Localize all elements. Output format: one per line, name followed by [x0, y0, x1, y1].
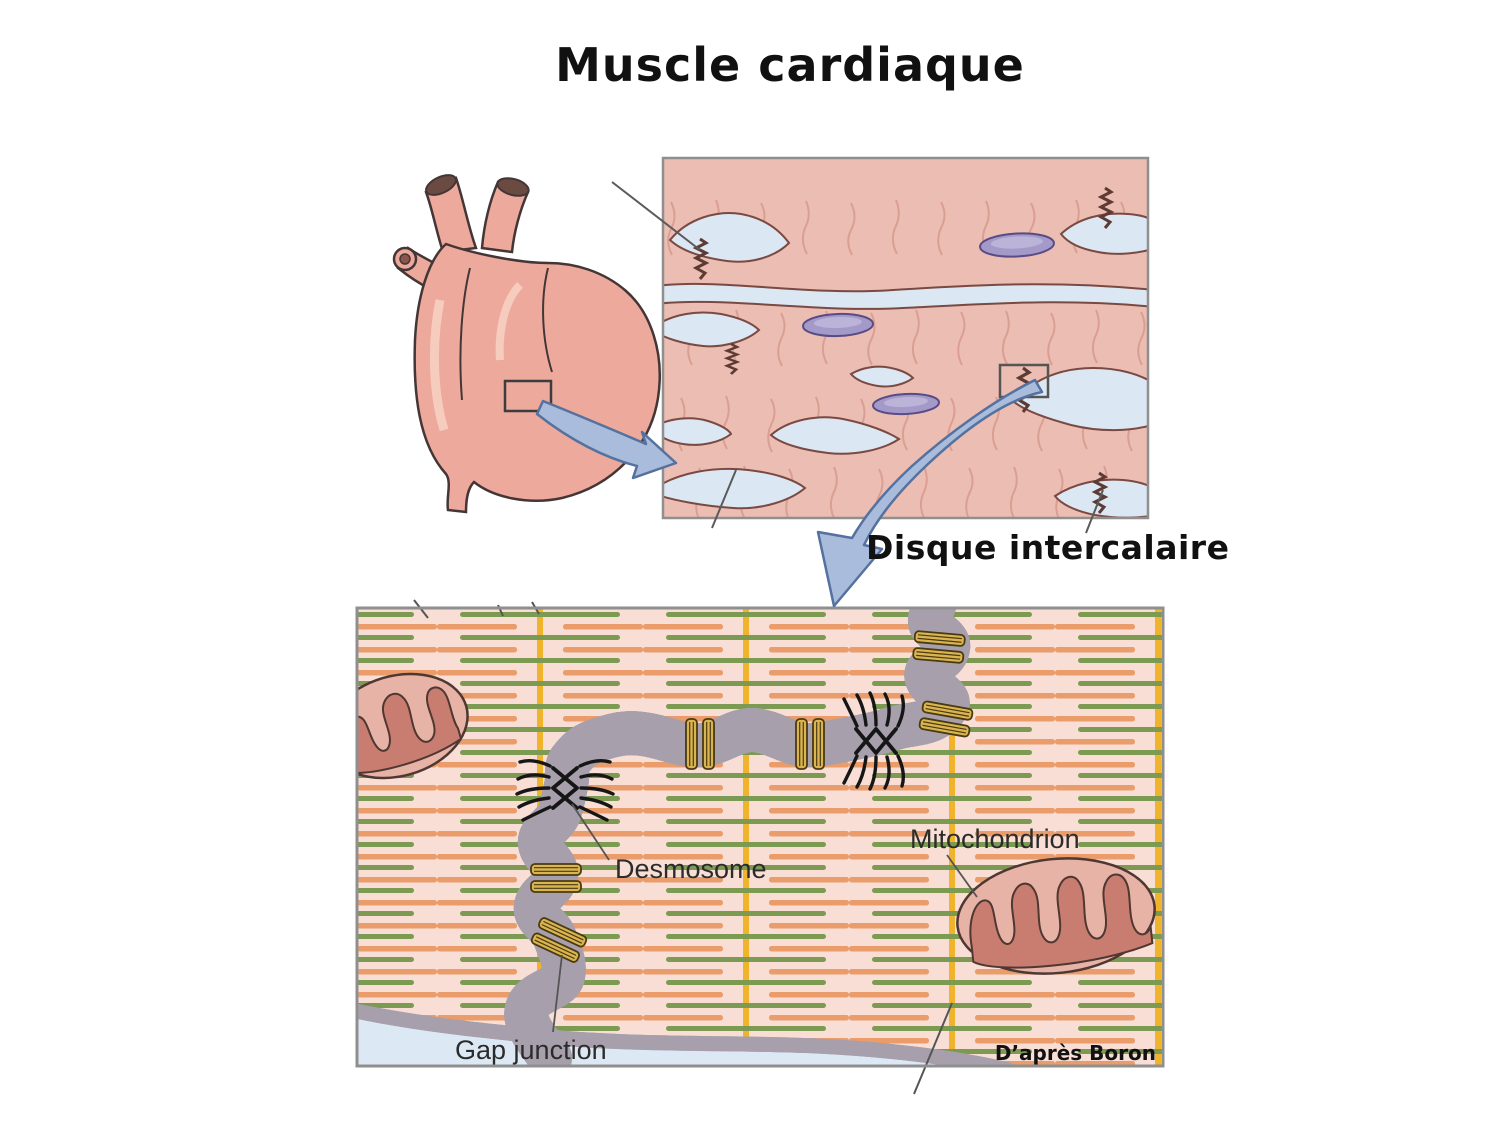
heart-zoom-box [503, 379, 553, 413]
arrow-heart-to-fibers [535, 399, 678, 480]
vessel-opening [496, 177, 530, 197]
mitochondrion [357, 672, 469, 780]
leader-line [571, 803, 610, 861]
desmosome-label: Desmosome [615, 854, 767, 884]
bottom-cell-membrane [357, 1010, 1009, 1066]
intercalated-disc-panel: Desmosome Mitochondrion Gap junction D’a… [355, 599, 1165, 1095]
nucleus [872, 392, 940, 416]
muscle-panel-border [661, 156, 1150, 520]
myocyte-nuclei [802, 232, 1055, 416]
myofilament-striations [357, 608, 1163, 1066]
slide-title: Muscle cardiaque [555, 38, 1025, 92]
mitochondrion-label: Mitochondrion [910, 824, 1080, 854]
disc-panel-leader-lines [552, 803, 978, 1033]
nucleus [802, 312, 874, 338]
arrow-fibers-to-disc [816, 378, 1044, 608]
muscle-panel-leader-lines [611, 181, 1104, 534]
vessel-opening [425, 174, 457, 196]
credit-label: D’après Boron [995, 1041, 1156, 1065]
leader-line [946, 854, 978, 898]
leader-line [711, 469, 737, 529]
leader-line [552, 954, 563, 1033]
muscle-fibers-panel [661, 156, 1150, 520]
nucleus [979, 232, 1055, 258]
heart-surface-detail [429, 267, 553, 432]
disc-panel-border [355, 606, 1165, 1068]
leader-line [611, 181, 701, 251]
leader-line [913, 1002, 953, 1095]
disque-intercalaire-label: Disque intercalaire [866, 528, 1230, 567]
leader-line [1085, 489, 1104, 534]
mitochondrion [956, 857, 1156, 975]
gap-junction-label: Gap junction [455, 1035, 607, 1065]
